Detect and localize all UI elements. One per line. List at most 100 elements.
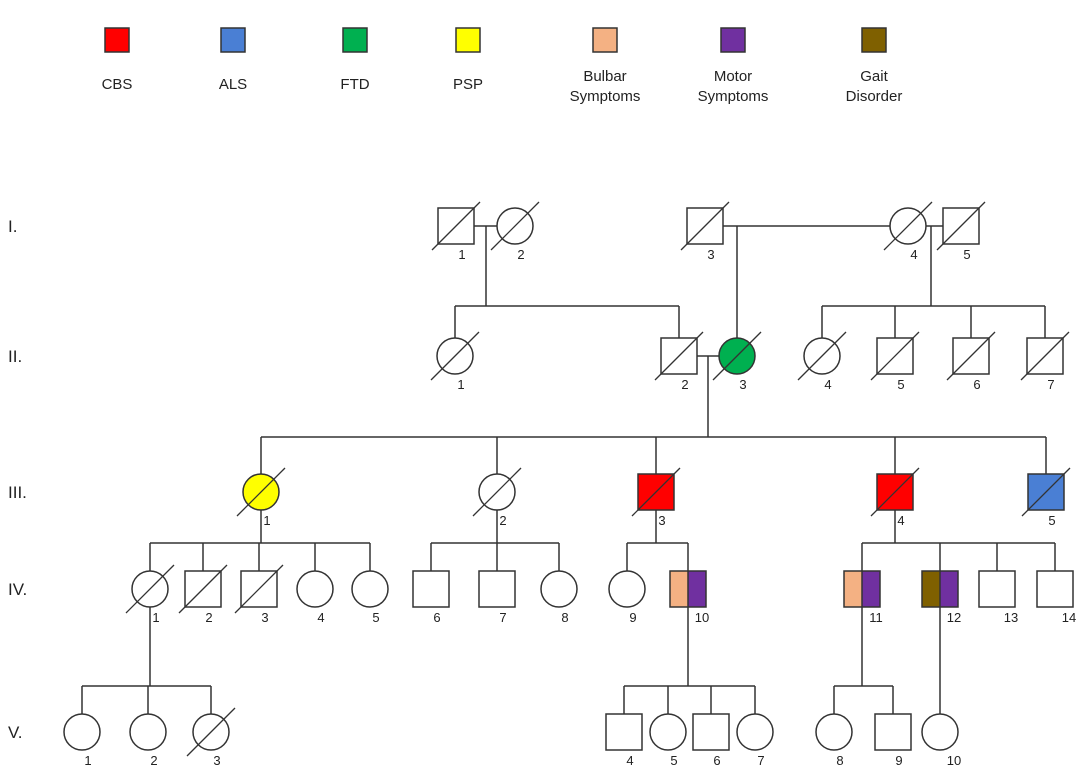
individual-number: 5 [963,247,970,262]
individual-number: 4 [317,610,324,625]
male-symbol [692,713,730,751]
generation-label: III. [8,483,27,502]
deceased-slash [430,331,480,381]
individual-number: 8 [561,610,568,625]
individual-number: 3 [213,753,220,765]
deceased-slash [1021,467,1071,517]
deceased-slash [680,201,730,251]
legend-label: ALS [219,76,247,93]
individual-v-4: 4 [605,713,643,765]
individual-number: 2 [681,377,688,392]
individual-number: 2 [205,610,212,625]
individual-iii-5: 5 [1021,467,1071,528]
deceased-slash [234,564,284,614]
individual-ii-2: 2 [654,331,704,392]
female-symbol [649,713,687,751]
individual-number: 7 [1047,377,1054,392]
generation-label: I. [8,217,17,236]
individual-i-5: 5 [936,201,986,262]
individual-number: 2 [499,513,506,528]
female-symbol [540,570,578,608]
individual-iv-11: 11 [843,570,883,625]
male-symbol [1036,570,1074,608]
deceased-slash [236,467,286,517]
legend-item: CBS [102,27,132,93]
deceased-slash [431,201,481,251]
female-symbol [351,570,389,608]
individual-i-1: 1 [431,201,481,262]
generation-label: II. [8,347,22,366]
deceased-slash [490,201,540,251]
deceased-slash [178,564,228,614]
deceased-slash [797,331,847,381]
individual-number: 2 [517,247,524,262]
male-symbol [921,570,959,608]
legend-item: ALS [219,27,247,93]
symbol-fill-left [844,571,862,607]
female-symbol [815,713,853,751]
individual-number: 5 [897,377,904,392]
individual-number: 3 [707,247,714,262]
individual-ii-4: 4 [797,331,847,392]
male-symbol [874,713,912,751]
male-symbol [478,570,516,608]
individual-number: 9 [895,753,902,765]
pedigree-lines [81,225,1056,714]
individual-ii-7: 7 [1020,331,1070,392]
legend-swatch [220,27,246,53]
individual-iii-1: 1 [236,467,286,528]
legend-label: Symptoms [570,88,641,105]
symbol-fill-right [862,571,880,607]
generation-label: IV. [8,580,27,599]
individual-v-3: 3 [186,707,236,765]
individual-number: 4 [897,513,904,528]
legend-item: FTD [340,27,370,93]
individual-number: 1 [152,610,159,625]
individual-iv-12: 12 [921,570,961,625]
individual-number: 4 [626,753,633,765]
individual-number: 5 [1048,513,1055,528]
deceased-slash [946,331,996,381]
individual-i-2: 2 [490,201,540,262]
deceased-slash [712,331,762,381]
individual-number: 3 [261,610,268,625]
individual-iv-4: 4 [296,570,334,625]
legend-label: Bulbar [583,68,626,85]
legend-item: PSP [453,27,483,93]
legend-swatch [720,27,746,53]
individual-v-6: 6 [692,713,730,765]
legend-swatch [342,27,368,53]
individual-number: 14 [1062,610,1076,625]
individual-number: 7 [757,753,764,765]
individual-number: 4 [824,377,831,392]
individual-iii-2: 2 [472,467,522,528]
legend-swatch [592,27,618,53]
deceased-slash [870,331,920,381]
legend-swatch [455,27,481,53]
individual-ii-5: 5 [870,331,920,392]
individual-number: 1 [84,753,91,765]
individual-iv-13: 13 [978,570,1018,625]
individual-i-3: 3 [680,201,730,262]
individual-iv-9: 9 [608,570,646,625]
individual-iv-2: 2 [178,564,228,625]
deceased-slash [186,707,236,757]
individual-number: 8 [836,753,843,765]
female-symbol [129,713,167,751]
female-symbol [921,713,959,751]
individual-iv-6: 6 [412,570,450,625]
generation-label: V. [8,723,23,742]
deceased-slash [125,564,175,614]
individual-number: 6 [713,753,720,765]
individual-iv-14: 14 [1036,570,1076,625]
legend-label: PSP [453,76,483,93]
deceased-slash [936,201,986,251]
male-symbol [843,570,881,608]
individual-number: 1 [263,513,270,528]
